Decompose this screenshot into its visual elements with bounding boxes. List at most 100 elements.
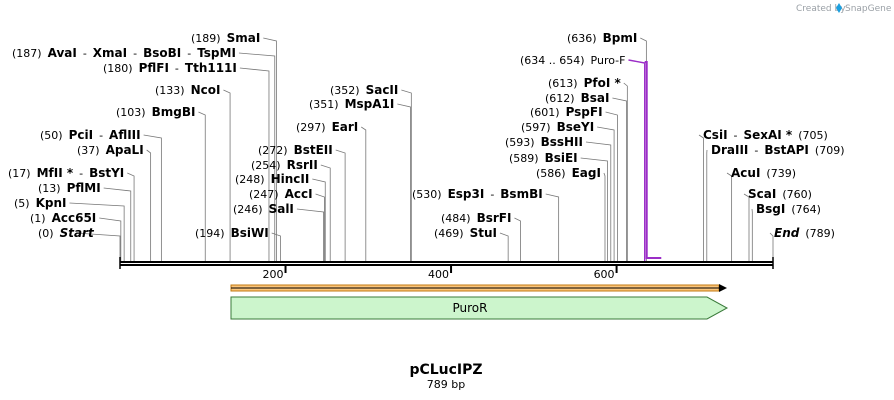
site-label[interactable]: (613)PfoI * xyxy=(548,76,621,90)
site-label[interactable]: (612)BsaI xyxy=(545,91,609,105)
svg-text:(351)MspA1I: (351) MspA1I xyxy=(309,97,394,111)
site-label[interactable]: (634 .. 654)Puro-F xyxy=(520,54,625,67)
site-label[interactable]: (586)EagI xyxy=(536,166,601,180)
svg-text:(297)EarI: (297)EarI xyxy=(296,120,358,134)
leader-line xyxy=(623,82,628,261)
enzyme-name: AvaI xyxy=(48,46,77,60)
site-label[interactable]: (248)HincII xyxy=(235,172,309,186)
svg-text:(187)AvaI-XmaI-BsoBI-TspMI: (187)AvaI-XmaI-BsoBI-TspMI xyxy=(12,46,236,60)
leader-line xyxy=(401,89,412,261)
svg-text:(612)BsaI: (612)BsaI xyxy=(545,91,609,105)
site-label[interactable]: (13)PflMI xyxy=(38,181,101,195)
site-label[interactable]: (17)MfII *-BstYI xyxy=(8,166,124,180)
enzyme-name: MfII * xyxy=(37,166,74,180)
site-label[interactable]: AcuI(739) xyxy=(731,166,796,180)
site-label[interactable]: (189)SmaI xyxy=(191,31,260,45)
enzyme-name: BsgI xyxy=(756,202,785,216)
enzyme-name: PspFI xyxy=(566,105,603,119)
svg-text:DraIII-BstAPI(709): DraIII-BstAPI(709) xyxy=(711,143,845,157)
site-position: (272) xyxy=(258,144,288,157)
primer-arrow[interactable] xyxy=(644,61,662,259)
leader-line xyxy=(223,89,231,261)
site-label[interactable]: (254)RsrII xyxy=(251,158,318,172)
site-label[interactable]: (597) BseYI xyxy=(521,120,594,134)
site-label[interactable]: (0)Start xyxy=(38,226,95,240)
svg-text:(246)SalI: (246)SalI xyxy=(233,202,294,216)
enzyme-name: AflIII xyxy=(109,128,141,142)
enzyme-name: DraIII xyxy=(711,143,748,157)
svg-text:(593)BssHII: (593)BssHII xyxy=(505,135,583,149)
site-position: (17) xyxy=(8,167,31,180)
site-label[interactable]: (272)BstEII xyxy=(258,143,333,157)
svg-text:(248)HincII: (248)HincII xyxy=(235,172,309,186)
svg-text:(189)SmaI: (189)SmaI xyxy=(191,31,260,45)
site-position: - xyxy=(83,47,87,60)
site-label[interactable]: (50)PciI-AflIII xyxy=(40,128,141,142)
site-label[interactable]: (5)KpnI xyxy=(14,196,66,210)
site-label[interactable]: (297)EarI xyxy=(296,120,358,134)
site-label[interactable]: (593)BssHII xyxy=(505,135,583,149)
site-position: (597) xyxy=(521,121,551,134)
site-label[interactable]: (180)PflFI-Tth111I xyxy=(103,61,237,75)
enzyme-name: BseYI xyxy=(557,120,595,134)
enzyme-name: XmaI xyxy=(93,46,127,60)
site-label[interactable]: (187)AvaI-XmaI-BsoBI-TspMI xyxy=(12,46,236,60)
site-label[interactable]: (351) MspA1I xyxy=(309,97,394,111)
site-position: (189) xyxy=(191,32,221,45)
enzyme-name: RsrII xyxy=(287,158,318,172)
enzyme-name: BstYI xyxy=(89,166,124,180)
site-position: Puro-F xyxy=(591,54,626,67)
leader-line xyxy=(499,232,509,261)
enzyme-name: PfoI * xyxy=(584,76,622,90)
leader-line xyxy=(75,232,121,261)
site-label[interactable]: (601) PspFI xyxy=(530,105,603,119)
site-label[interactable]: (103)BmgBI xyxy=(116,105,195,119)
site-label[interactable]: (352)SacII xyxy=(330,83,398,97)
site-position: (50) xyxy=(40,129,63,142)
site-label[interactable]: CsiI-SexAI *(705) xyxy=(703,128,828,142)
site-label[interactable]: End(789) xyxy=(774,226,835,240)
feature-puror[interactable]: PuroR xyxy=(230,296,729,320)
leader-line xyxy=(585,141,612,261)
site-label[interactable]: (589)BsiEI xyxy=(509,151,578,165)
site-label[interactable]: BsgI (764) xyxy=(756,202,821,216)
site-label[interactable]: (530)Esp3I-BsmBI xyxy=(412,187,543,201)
enzyme-name: MspA1I xyxy=(345,97,395,111)
leader-line xyxy=(335,149,346,261)
plasmid-title: pCLucIPZ xyxy=(409,362,482,378)
leader-line xyxy=(239,67,270,261)
site-label[interactable]: (194)BsiWI xyxy=(195,226,269,240)
site-label[interactable]: (133)NcoI xyxy=(155,83,220,97)
site-position: - xyxy=(187,47,191,60)
site-label[interactable]: (484)BsrFI xyxy=(441,211,511,225)
site-position: (760) xyxy=(782,188,812,201)
site-label[interactable]: (636) BpmI xyxy=(567,31,637,45)
svg-text:(272)BstEII: (272)BstEII xyxy=(258,143,333,157)
site-label[interactable]: (1)Acc65I xyxy=(30,211,96,225)
svg-text:(469)StuI: (469)StuI xyxy=(434,226,497,240)
site-position: (636) xyxy=(567,32,597,45)
svg-text:(247)AccI: (247)AccI xyxy=(249,187,313,201)
svg-text:(194)BsiWI: (194)BsiWI xyxy=(195,226,269,240)
site-position: (601) xyxy=(530,106,560,119)
site-label[interactable]: (37)ApaLI xyxy=(77,143,144,157)
site-position: (351) xyxy=(309,98,339,111)
enzyme-name: BpmI xyxy=(603,31,638,45)
enzyme-name: BsmBI xyxy=(500,187,542,201)
site-position: (709) xyxy=(815,144,845,157)
leader-line xyxy=(514,217,521,261)
site-label[interactable]: (469)StuI xyxy=(434,226,497,240)
svg-text:(133)NcoI: (133)NcoI xyxy=(155,83,220,97)
site-label[interactable]: ScaI(760) xyxy=(748,187,812,201)
leader-line xyxy=(698,134,704,261)
site-position: (5) xyxy=(14,197,30,210)
enzyme-name: PciI xyxy=(69,128,94,142)
site-position: (297) xyxy=(296,121,326,134)
site-label[interactable]: (246)SalI xyxy=(233,202,294,216)
site-label[interactable]: DraIII-BstAPI(709) xyxy=(711,143,845,157)
site-label[interactable]: (247)AccI xyxy=(249,187,313,201)
site-position: (764) xyxy=(791,203,821,216)
site-position: - xyxy=(754,144,758,157)
site-position: - xyxy=(175,62,179,75)
